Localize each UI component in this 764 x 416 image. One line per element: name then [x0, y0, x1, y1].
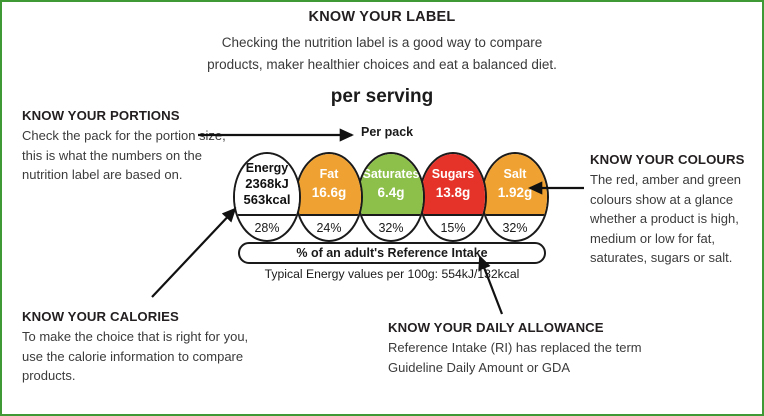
annotation-colours-body: The red, amber and green colours show at…	[590, 172, 742, 265]
typical-energy-values: Typical Energy values per 100g: 554kJ/13…	[264, 267, 520, 281]
nutrient-capsule-salt: Salt 1.92g 32%	[481, 152, 549, 242]
capsule-outline: Salt 1.92g 32%	[481, 152, 549, 242]
annotation-know-your-daily-allowance: KNOW YOUR DAILY ALLOWANCE Reference Inta…	[388, 320, 688, 377]
capsule-colour-band: Fat 16.6g	[297, 154, 361, 216]
page-subtitle: Checking the nutrition label is a good w…	[2, 32, 762, 76]
annotation-know-your-portions: KNOW YOUR PORTIONS Check the pack for th…	[22, 108, 227, 185]
nutrient-percent: 24%	[316, 221, 342, 235]
arrow-calories	[151, 207, 237, 298]
nutrient-percent: 28%	[254, 221, 280, 235]
capsule-outline: Fat 16.6g 24%	[295, 152, 363, 242]
nutrient-value-secondary: 563kcal	[243, 192, 291, 207]
page-title: KNOW YOUR LABEL	[308, 9, 456, 25]
nutrient-capsule-fat: Fat 16.6g 24%	[295, 152, 363, 242]
nutrient-name: Energy	[245, 161, 289, 175]
nutrient-name: Sugars	[431, 167, 475, 181]
capsule-outline: Saturates 6.4g 32%	[357, 152, 425, 242]
per-serving-heading: per serving	[330, 86, 434, 107]
capsule-colour-band: Saturates 6.4g	[359, 154, 423, 216]
annotation-know-your-colours: KNOW YOUR COLOURS The red, amber and gre…	[590, 152, 762, 268]
nutrient-capsule-saturates: Saturates 6.4g 32%	[357, 152, 425, 242]
subtitle-line-1: Checking the nutrition label is a good w…	[221, 35, 543, 50]
annotation-calories-body: To make the choice that is right for you…	[22, 329, 249, 383]
capsule-outline: Sugars 13.8g 15%	[419, 152, 487, 242]
nutrient-capsule-sugars: Sugars 13.8g 15%	[419, 152, 487, 242]
reference-intake-bar: % of an adult's Reference Intake	[238, 242, 546, 264]
nutrient-name: Saturates	[362, 167, 420, 181]
annotation-portions-body: Check the pack for the portion size, thi…	[22, 128, 226, 182]
nutrient-name: Fat	[319, 167, 339, 181]
nutrient-value: 2368kJ	[245, 176, 289, 191]
annotation-daily-allowance-body: Reference Intake (RI) has replaced the t…	[388, 340, 642, 375]
nutrient-value: 13.8g	[435, 185, 471, 200]
nutrient-name: Salt	[503, 167, 527, 181]
annotation-know-your-calories: KNOW YOUR CALORIES To make the choice th…	[22, 309, 267, 386]
nutrient-percent: 32%	[378, 221, 404, 235]
nutrient-value: 6.4g	[377, 185, 405, 200]
nutrient-value: 16.6g	[311, 185, 347, 200]
annotation-portions-heading: KNOW YOUR PORTIONS	[22, 108, 180, 123]
nutrient-value: 1.92g	[497, 185, 533, 200]
annotation-calories-heading: KNOW YOUR CALORIES	[22, 309, 179, 324]
capsule-colour-band: Salt 1.92g	[483, 154, 547, 216]
annotation-daily-allowance-heading: KNOW YOUR DAILY ALLOWANCE	[388, 320, 604, 335]
per-pack-label: Per pack	[361, 125, 414, 139]
capsule-colour-band: Sugars 13.8g	[421, 154, 485, 216]
subtitle-line-2: products, maker healthier choices and ea…	[207, 57, 557, 72]
arrow-daily-allowance	[478, 255, 504, 315]
nutrient-percent: 15%	[440, 221, 466, 235]
annotation-colours-heading: KNOW YOUR COLOURS	[590, 152, 745, 167]
nutrient-percent: 32%	[502, 221, 528, 235]
